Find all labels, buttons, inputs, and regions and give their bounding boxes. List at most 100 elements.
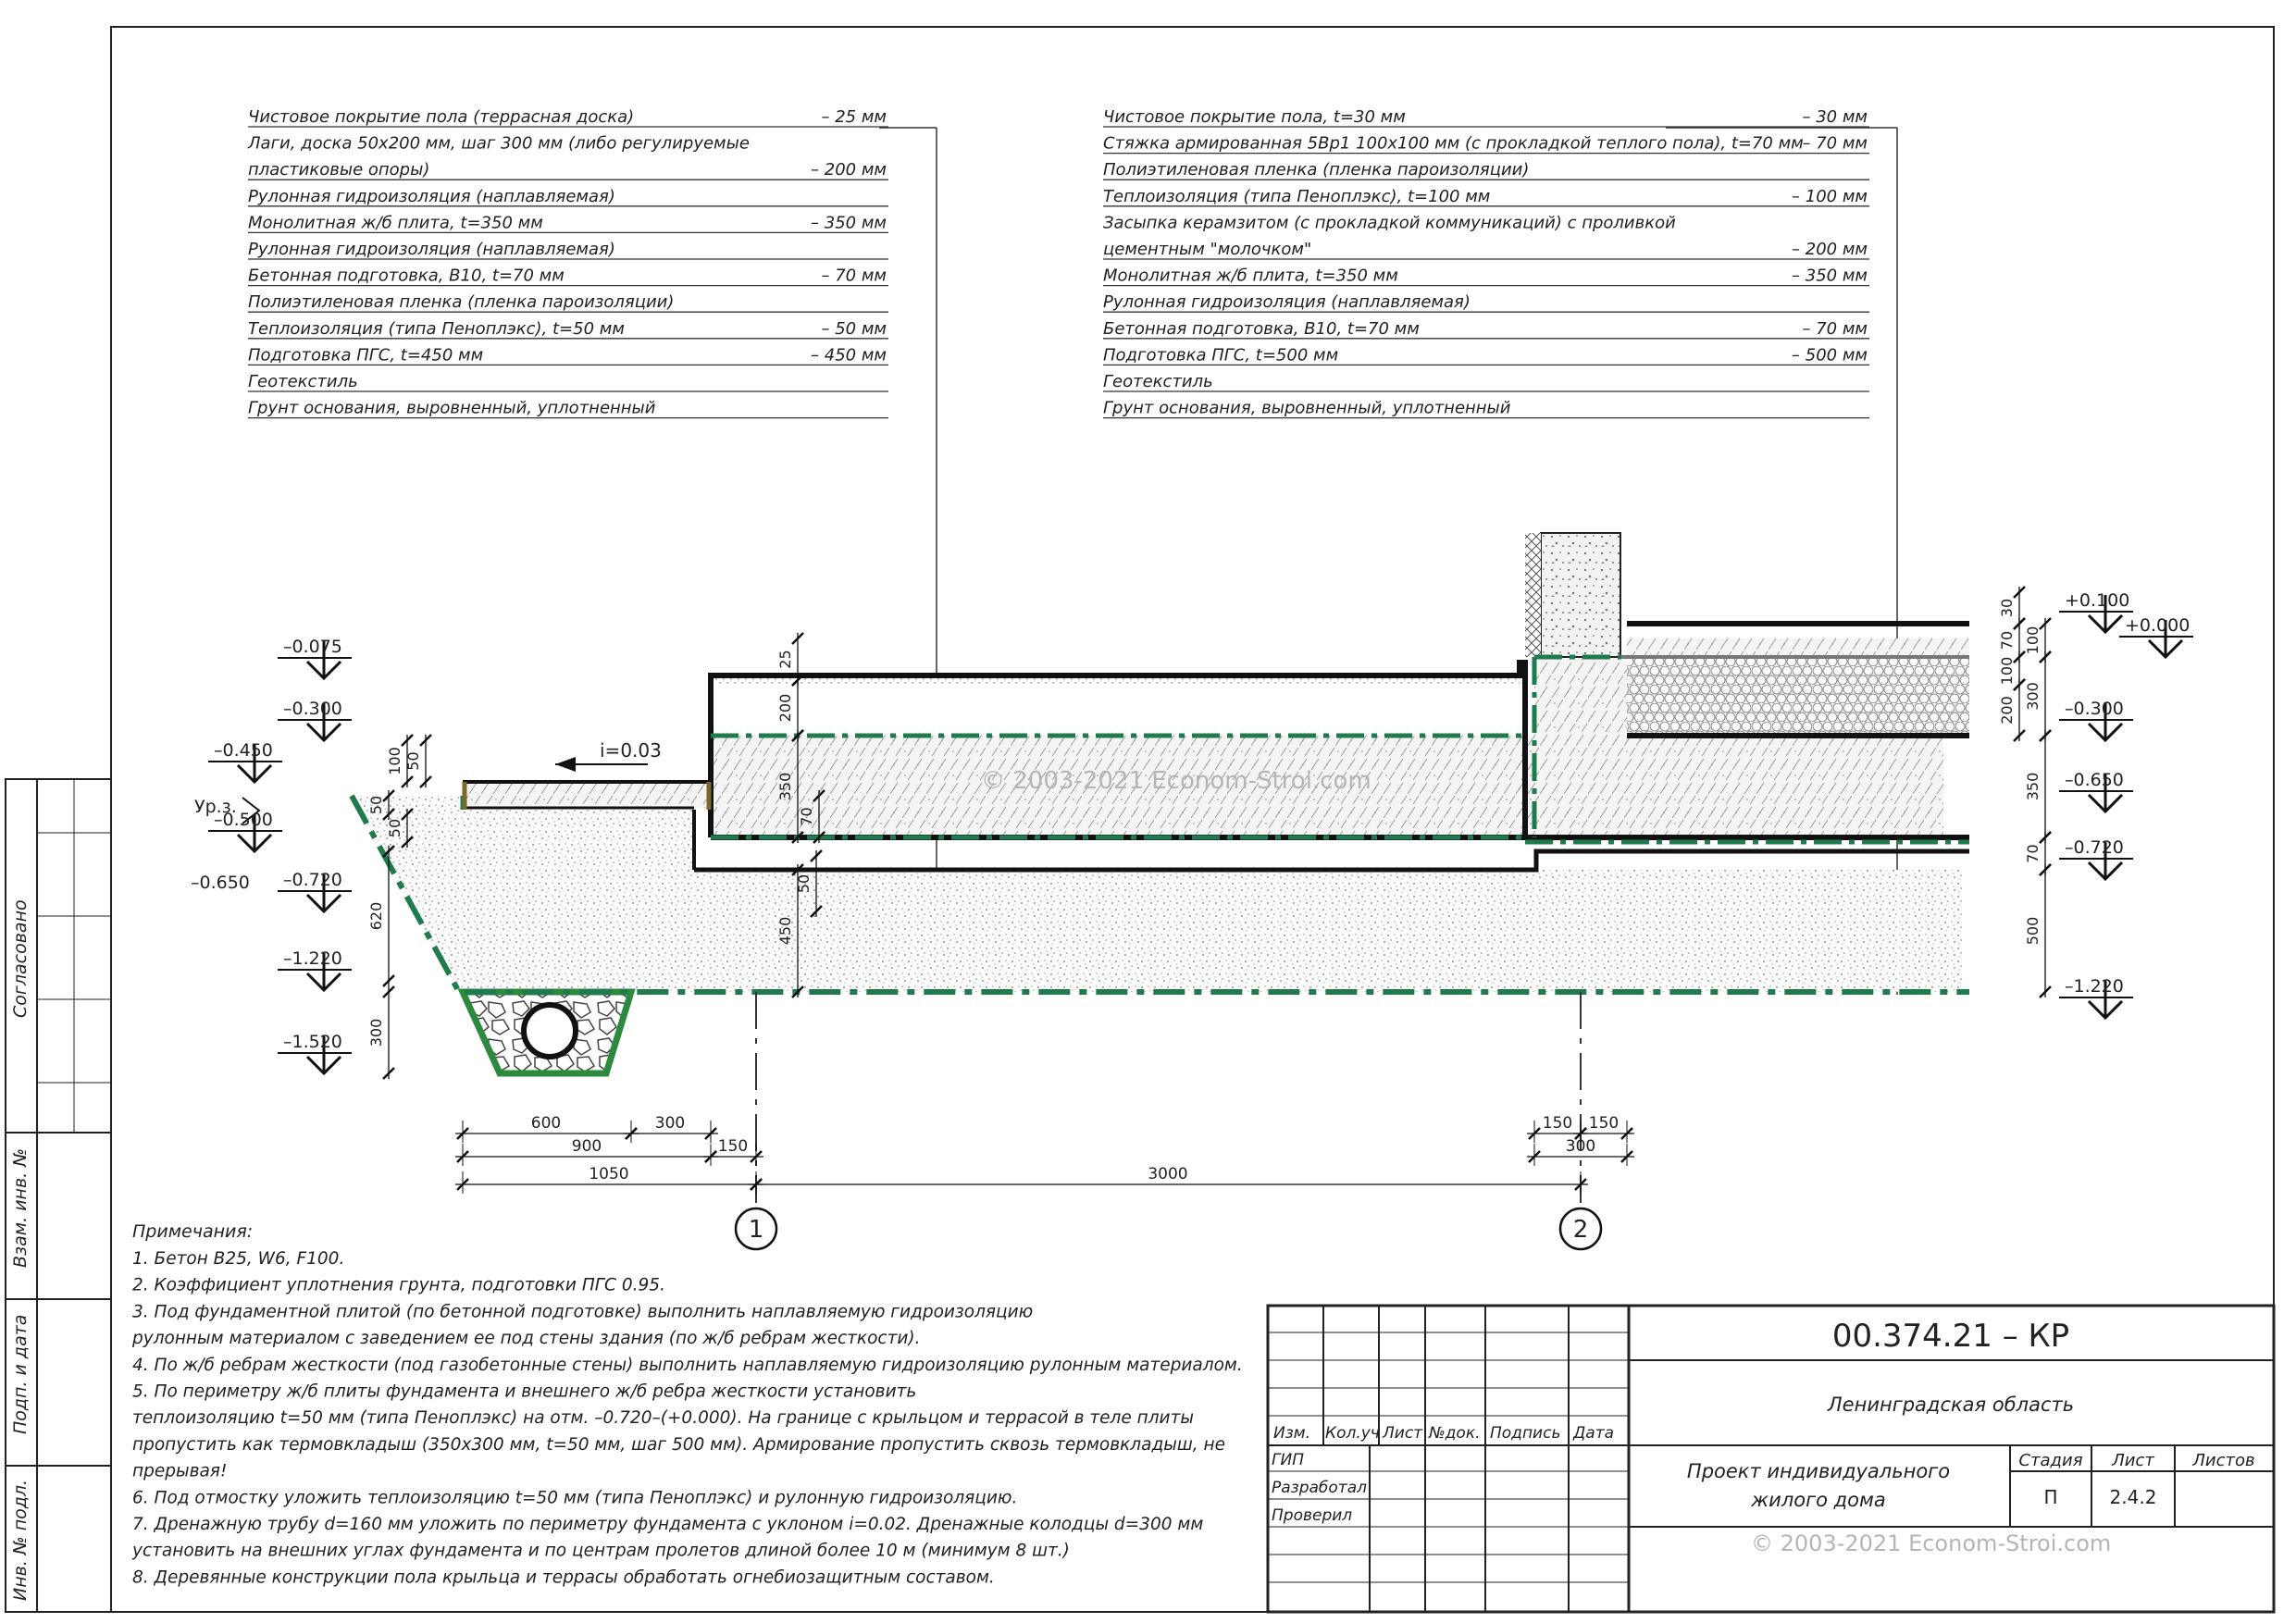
dim-slab-v-2: 350 bbox=[776, 773, 794, 801]
notes-list: 1. Бетон В25, W6, F100. 2. Коэффициент уп… bbox=[131, 1249, 1243, 1587]
foundation-section: i=0.03 bbox=[349, 532, 1969, 1203]
elevation-mark-right-3: –0.650 bbox=[2059, 770, 2133, 814]
elevation-mark-left-4: –0.500 bbox=[208, 810, 282, 854]
dim-left-v-4: 620 bbox=[367, 902, 385, 931]
elevation-mark-left-2: –0.450 bbox=[208, 740, 282, 785]
dim-left-v-5: 300 bbox=[367, 1019, 385, 1047]
watermark-drawing: © 2003-2021 Econom-Stroi.com bbox=[981, 767, 1371, 795]
role-checker: Проверил bbox=[1272, 1506, 1352, 1525]
left-layer-7: Полиэтиленовая пленка (пленка пароизоляц… bbox=[248, 292, 674, 312]
right-layer-2: Полиэтиленовая пленка (пленка пароизоляц… bbox=[1103, 160, 1529, 180]
th-change: Изм. bbox=[1273, 1424, 1310, 1443]
gravel-bed bbox=[352, 796, 1962, 1036]
elevation-mark-right-5: –1.220 bbox=[2059, 976, 2133, 1021]
left-layer-5: Рулонная гидроизоляция (наплавляемая) bbox=[248, 240, 615, 259]
stiffening-rib bbox=[1534, 657, 1627, 842]
right-layer-3: Теплоизоляция (типа Пеноплэкс), t=100 мм bbox=[1103, 187, 1490, 206]
expanded-clay-backfill bbox=[1627, 657, 1969, 736]
dim-h-8: 300 bbox=[1566, 1137, 1595, 1156]
project-name-line2: жилого дома bbox=[1750, 1489, 1885, 1511]
stage-value: П bbox=[2043, 1486, 2057, 1508]
elevation-label-left-6: –0.720 bbox=[283, 870, 342, 890]
note-line-2: 3. Под фундаментной плитой (по бетонной … bbox=[132, 1302, 1033, 1321]
elevation-mark-left-6: –0.720 bbox=[278, 870, 352, 914]
elevation-marks-right: +0.100+0.000–0.300–0.650–0.720–1.220 bbox=[2059, 590, 2193, 1021]
dim-left-v-1: 50 bbox=[404, 751, 422, 770]
right-layer-0: Чистовое покрытие пола, t=30 мм bbox=[1103, 107, 1406, 127]
elevation-marks-left: –0.075–0.300–0.450Ур.з.–0.500–0.650–0.72… bbox=[191, 637, 352, 1076]
axis-bubble-1 bbox=[734, 1207, 778, 1251]
note-line-0: 1. Бетон В25, W6, F100. bbox=[132, 1249, 344, 1269]
stamp-replacement-inv: Взам. инв. № bbox=[10, 1148, 31, 1268]
dim-slab-v-0: 25 bbox=[776, 650, 794, 668]
dim-right-v-0: 30 bbox=[1998, 599, 2016, 617]
note-line-3: рулонным материалом с заведением ее под … bbox=[131, 1329, 920, 1348]
note-line-6: теплоизоляцию t=50 мм (типа Пеноплэкс) н… bbox=[132, 1408, 1194, 1428]
left-layer-4: Монолитная ж/б плита, t=350 мм bbox=[248, 213, 543, 232]
wall-insulation bbox=[1525, 533, 1541, 657]
ground-level-mark: Ур.з. bbox=[194, 797, 261, 824]
dim-right-v-7: 70 bbox=[2024, 844, 2042, 862]
left-layer-dim-2: – 200 мм bbox=[811, 160, 887, 180]
left-layer-8: Теплоизоляция (типа Пеноплэкс), t=50 мм bbox=[248, 319, 625, 339]
title-block: Изм. Кол.уч Лист №док. Подпись Дата ГИП … bbox=[1266, 1304, 2276, 1614]
dim-left-v-3: 50 bbox=[386, 819, 403, 837]
dim-right-v-5: 200 bbox=[1998, 696, 2016, 725]
elevation-mark-left-0: –0.075 bbox=[278, 637, 352, 681]
terrace-joists bbox=[713, 680, 1520, 736]
dim-h-1: 300 bbox=[655, 1114, 685, 1133]
right-layer-dim-1: – 70 мм bbox=[1802, 134, 1868, 154]
th-doc: №док. bbox=[1428, 1424, 1481, 1443]
drawing-code: 00.374.21 – КР bbox=[1832, 1318, 2069, 1355]
note-line-9: 6. Под отмостку уложить теплоизоляцию t=… bbox=[132, 1488, 1017, 1507]
floor-screed bbox=[1627, 638, 1969, 657]
elevation-mark-left-7: –1.220 bbox=[278, 948, 352, 993]
sheet-header: Лист bbox=[2111, 1451, 2154, 1470]
th-count: Кол.уч bbox=[1325, 1424, 1380, 1443]
elevation-label-left-0: –0.075 bbox=[283, 637, 342, 657]
right-layer-6: Монолитная ж/б плита, t=350 мм bbox=[1103, 266, 1398, 286]
elevation-label-left-4: –0.500 bbox=[214, 810, 273, 830]
dim-right-v-3: 100 bbox=[1998, 657, 2016, 686]
left-layer-dim-4: – 350 мм bbox=[811, 213, 887, 232]
left-layer-dim-6: – 70 мм bbox=[821, 266, 887, 286]
elevation-label-right-5: –1.220 bbox=[2065, 976, 2124, 997]
slope-label: i=0.03 bbox=[600, 739, 662, 762]
dim-slab-v-3: 70 bbox=[798, 807, 815, 825]
dim-right-v-8: 500 bbox=[2024, 917, 2042, 946]
side-stamp-column: Согласовано Взам. инв. № Подп. и дата Ин… bbox=[5, 778, 112, 1613]
dim-right-v-6: 350 bbox=[2024, 773, 2042, 801]
axis-label-1: 1 bbox=[749, 1216, 764, 1244]
dim-right-v-4: 300 bbox=[2024, 682, 2042, 711]
ground-level-label: Ур.з. bbox=[194, 797, 237, 817]
note-line-5: 5. По периметру ж/б плиты фундамента и в… bbox=[132, 1382, 916, 1402]
right-layer-1: Стяжка армированная 5Вр1 100х100 мм (с п… bbox=[1103, 134, 1804, 154]
dim-h-2: 900 bbox=[572, 1137, 602, 1156]
right-layer-dim-5: – 200 мм bbox=[1792, 240, 1868, 259]
left-layer-11: Грунт основания, выровненный, уплотненны… bbox=[248, 399, 656, 418]
right-layer-10: Геотекстиль bbox=[1103, 372, 1213, 391]
th-sheet: Лист bbox=[1382, 1424, 1423, 1443]
right-layer-dim-3: – 100 мм bbox=[1792, 187, 1868, 206]
right-layer-dim-8: – 70 мм bbox=[1802, 319, 1868, 339]
right-layer-11: Грунт основания, выровненный, уплотненны… bbox=[1103, 399, 1511, 418]
stamp-original-inv: Инв. № подл. bbox=[10, 1480, 31, 1601]
elevation-label-right-1: +0.000 bbox=[2125, 615, 2190, 636]
left-layer-1: Лаги, доска 50х200 мм, шаг 300 мм (либо … bbox=[247, 134, 750, 154]
elevation-label-left-8: –1.520 bbox=[283, 1032, 342, 1052]
dim-h-7: 150 bbox=[1589, 1114, 1619, 1133]
elevation-label-left-7: –1.220 bbox=[283, 948, 342, 969]
elevation-label-right-2: –0.300 bbox=[2065, 699, 2124, 719]
note-line-1: 2. Коэффициент уплотнения грунта, подгот… bbox=[132, 1276, 665, 1295]
terrace-decking bbox=[713, 675, 1520, 685]
elevation-label-right-3: –0.650 bbox=[2065, 770, 2124, 790]
note-line-10: 7. Дренажную трубу d=160 мм уложить по п… bbox=[132, 1515, 1203, 1534]
dim-h-3: 150 bbox=[718, 1137, 748, 1156]
elevation-mark-right-1: +0.000 bbox=[2119, 615, 2193, 660]
dim-h-0: 600 bbox=[531, 1114, 561, 1133]
left-layer-dim-8: – 50 мм bbox=[821, 319, 887, 339]
elevation-mark-left-8: –1.520 bbox=[278, 1032, 352, 1076]
dim-h-6: 150 bbox=[1543, 1114, 1572, 1133]
